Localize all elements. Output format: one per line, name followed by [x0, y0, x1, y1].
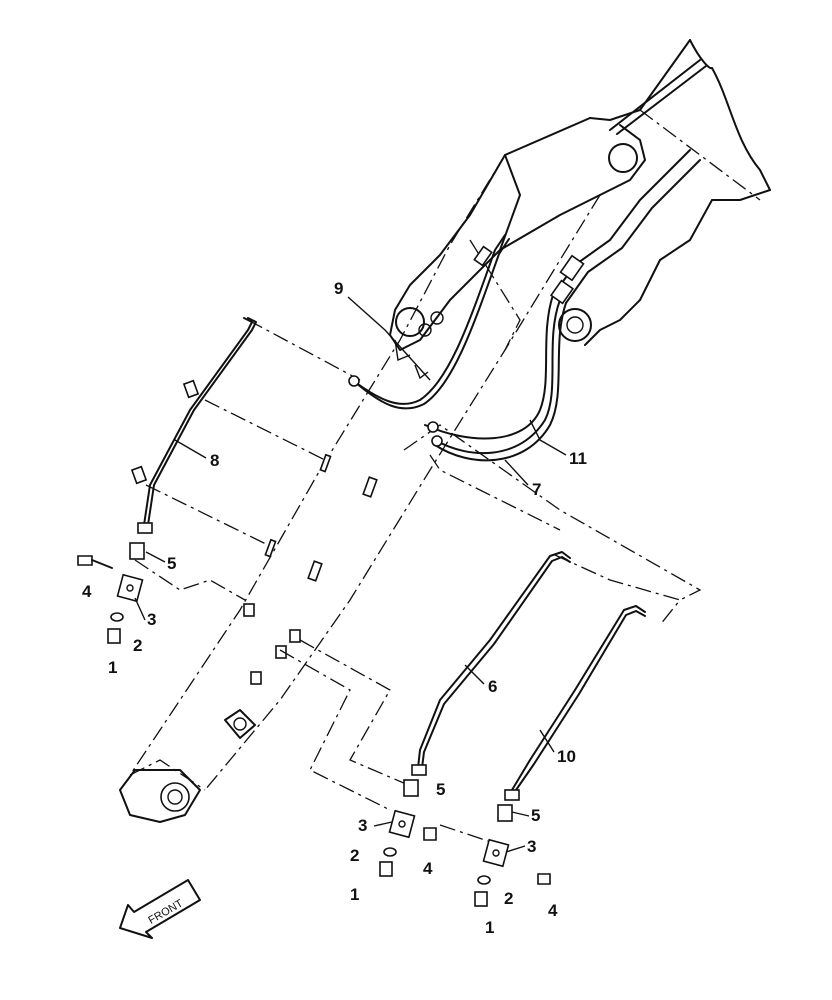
- pipe-10: [504, 605, 646, 801]
- callout-3: 3: [527, 837, 536, 856]
- callout-4: 4: [423, 859, 433, 878]
- callout-5: 5: [167, 554, 176, 573]
- callout-1: 1: [350, 885, 359, 904]
- callout-7: 7: [532, 480, 541, 499]
- callout-6: 6: [488, 677, 497, 696]
- callout-1: 1: [485, 918, 494, 937]
- callout-2: 2: [504, 889, 513, 908]
- fitting-group-right: [474, 804, 551, 907]
- fitting-group-middle: [379, 779, 437, 877]
- callout-3: 3: [358, 816, 367, 835]
- pipe-6: [411, 551, 571, 776]
- callout-2: 2: [133, 636, 142, 655]
- callout-8: 8: [210, 451, 219, 470]
- boom-upper-section: [389, 39, 771, 380]
- callout-3: 3: [147, 610, 156, 629]
- callout-4: 4: [548, 901, 558, 920]
- hose-lines: [348, 59, 707, 462]
- callout-10: 10: [557, 747, 576, 766]
- boom-foot: [119, 709, 256, 823]
- callout-11: 11: [569, 449, 587, 468]
- callout-9: 9: [334, 279, 343, 298]
- callout-2: 2: [350, 846, 359, 865]
- callout-1: 1: [108, 658, 117, 677]
- pipe-clamps: [130, 379, 378, 685]
- pipe-8: [137, 317, 257, 534]
- callout-labels: 1 1 1 2 2 2 3 3 3 4 4 4 5 5 5 6 7 8 9 10…: [82, 279, 587, 937]
- front-direction-arrow: FRONT: [119, 879, 201, 939]
- callout-5: 5: [531, 806, 540, 825]
- fitting-group-left: [77, 542, 145, 644]
- callout-5: 5: [436, 780, 445, 799]
- callout-4: 4: [82, 582, 92, 601]
- callout-leaders: [134, 296, 567, 853]
